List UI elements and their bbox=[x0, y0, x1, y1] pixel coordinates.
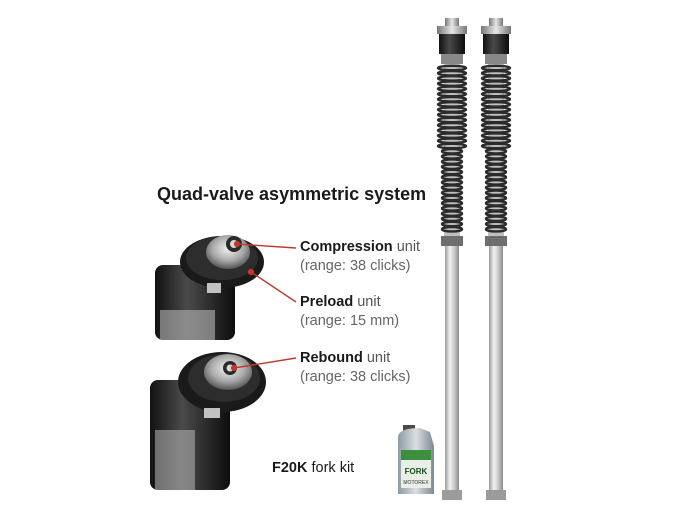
fork-leg-left bbox=[436, 18, 468, 500]
leader-lines bbox=[230, 240, 297, 372]
spring-coil bbox=[440, 225, 464, 233]
compression-label: Compression unit (range: 38 clicks) bbox=[300, 238, 420, 276]
adjuster-name: Compression bbox=[300, 239, 393, 255]
rebound-label: Rebound unit (range: 38 clicks) bbox=[300, 349, 410, 387]
product-caption: F20K fork kit bbox=[272, 460, 354, 476]
oil-bottle-brand: MOTOREX bbox=[403, 480, 429, 486]
adjuster-range: (range: 38 clicks) bbox=[300, 258, 411, 274]
fork-leg-right bbox=[480, 18, 512, 500]
product-caption-text: fork kit bbox=[311, 460, 355, 476]
cap-closeup-lower bbox=[150, 352, 266, 490]
adjuster-name: Rebound bbox=[300, 350, 363, 366]
adjuster-range: (range: 38 clicks) bbox=[300, 369, 411, 385]
adjuster-name: Preload bbox=[300, 294, 354, 310]
adjuster-unit: unit bbox=[366, 350, 391, 366]
oil-bottle: FORK MOTOREX bbox=[398, 425, 434, 494]
system-title: Quad-valve asymmetric system bbox=[157, 184, 427, 204]
adjuster-unit: unit bbox=[357, 294, 381, 310]
adjuster-range: (range: 15 mm) bbox=[300, 313, 400, 329]
product-model: F20K bbox=[272, 460, 308, 476]
cap-closeup-upper bbox=[155, 235, 264, 340]
adjuster-unit: unit bbox=[396, 239, 421, 255]
spring-coil bbox=[484, 225, 508, 233]
oil-bottle-label: FORK bbox=[405, 467, 428, 476]
preload-label: Preload unit (range: 15 mm) bbox=[300, 293, 399, 331]
